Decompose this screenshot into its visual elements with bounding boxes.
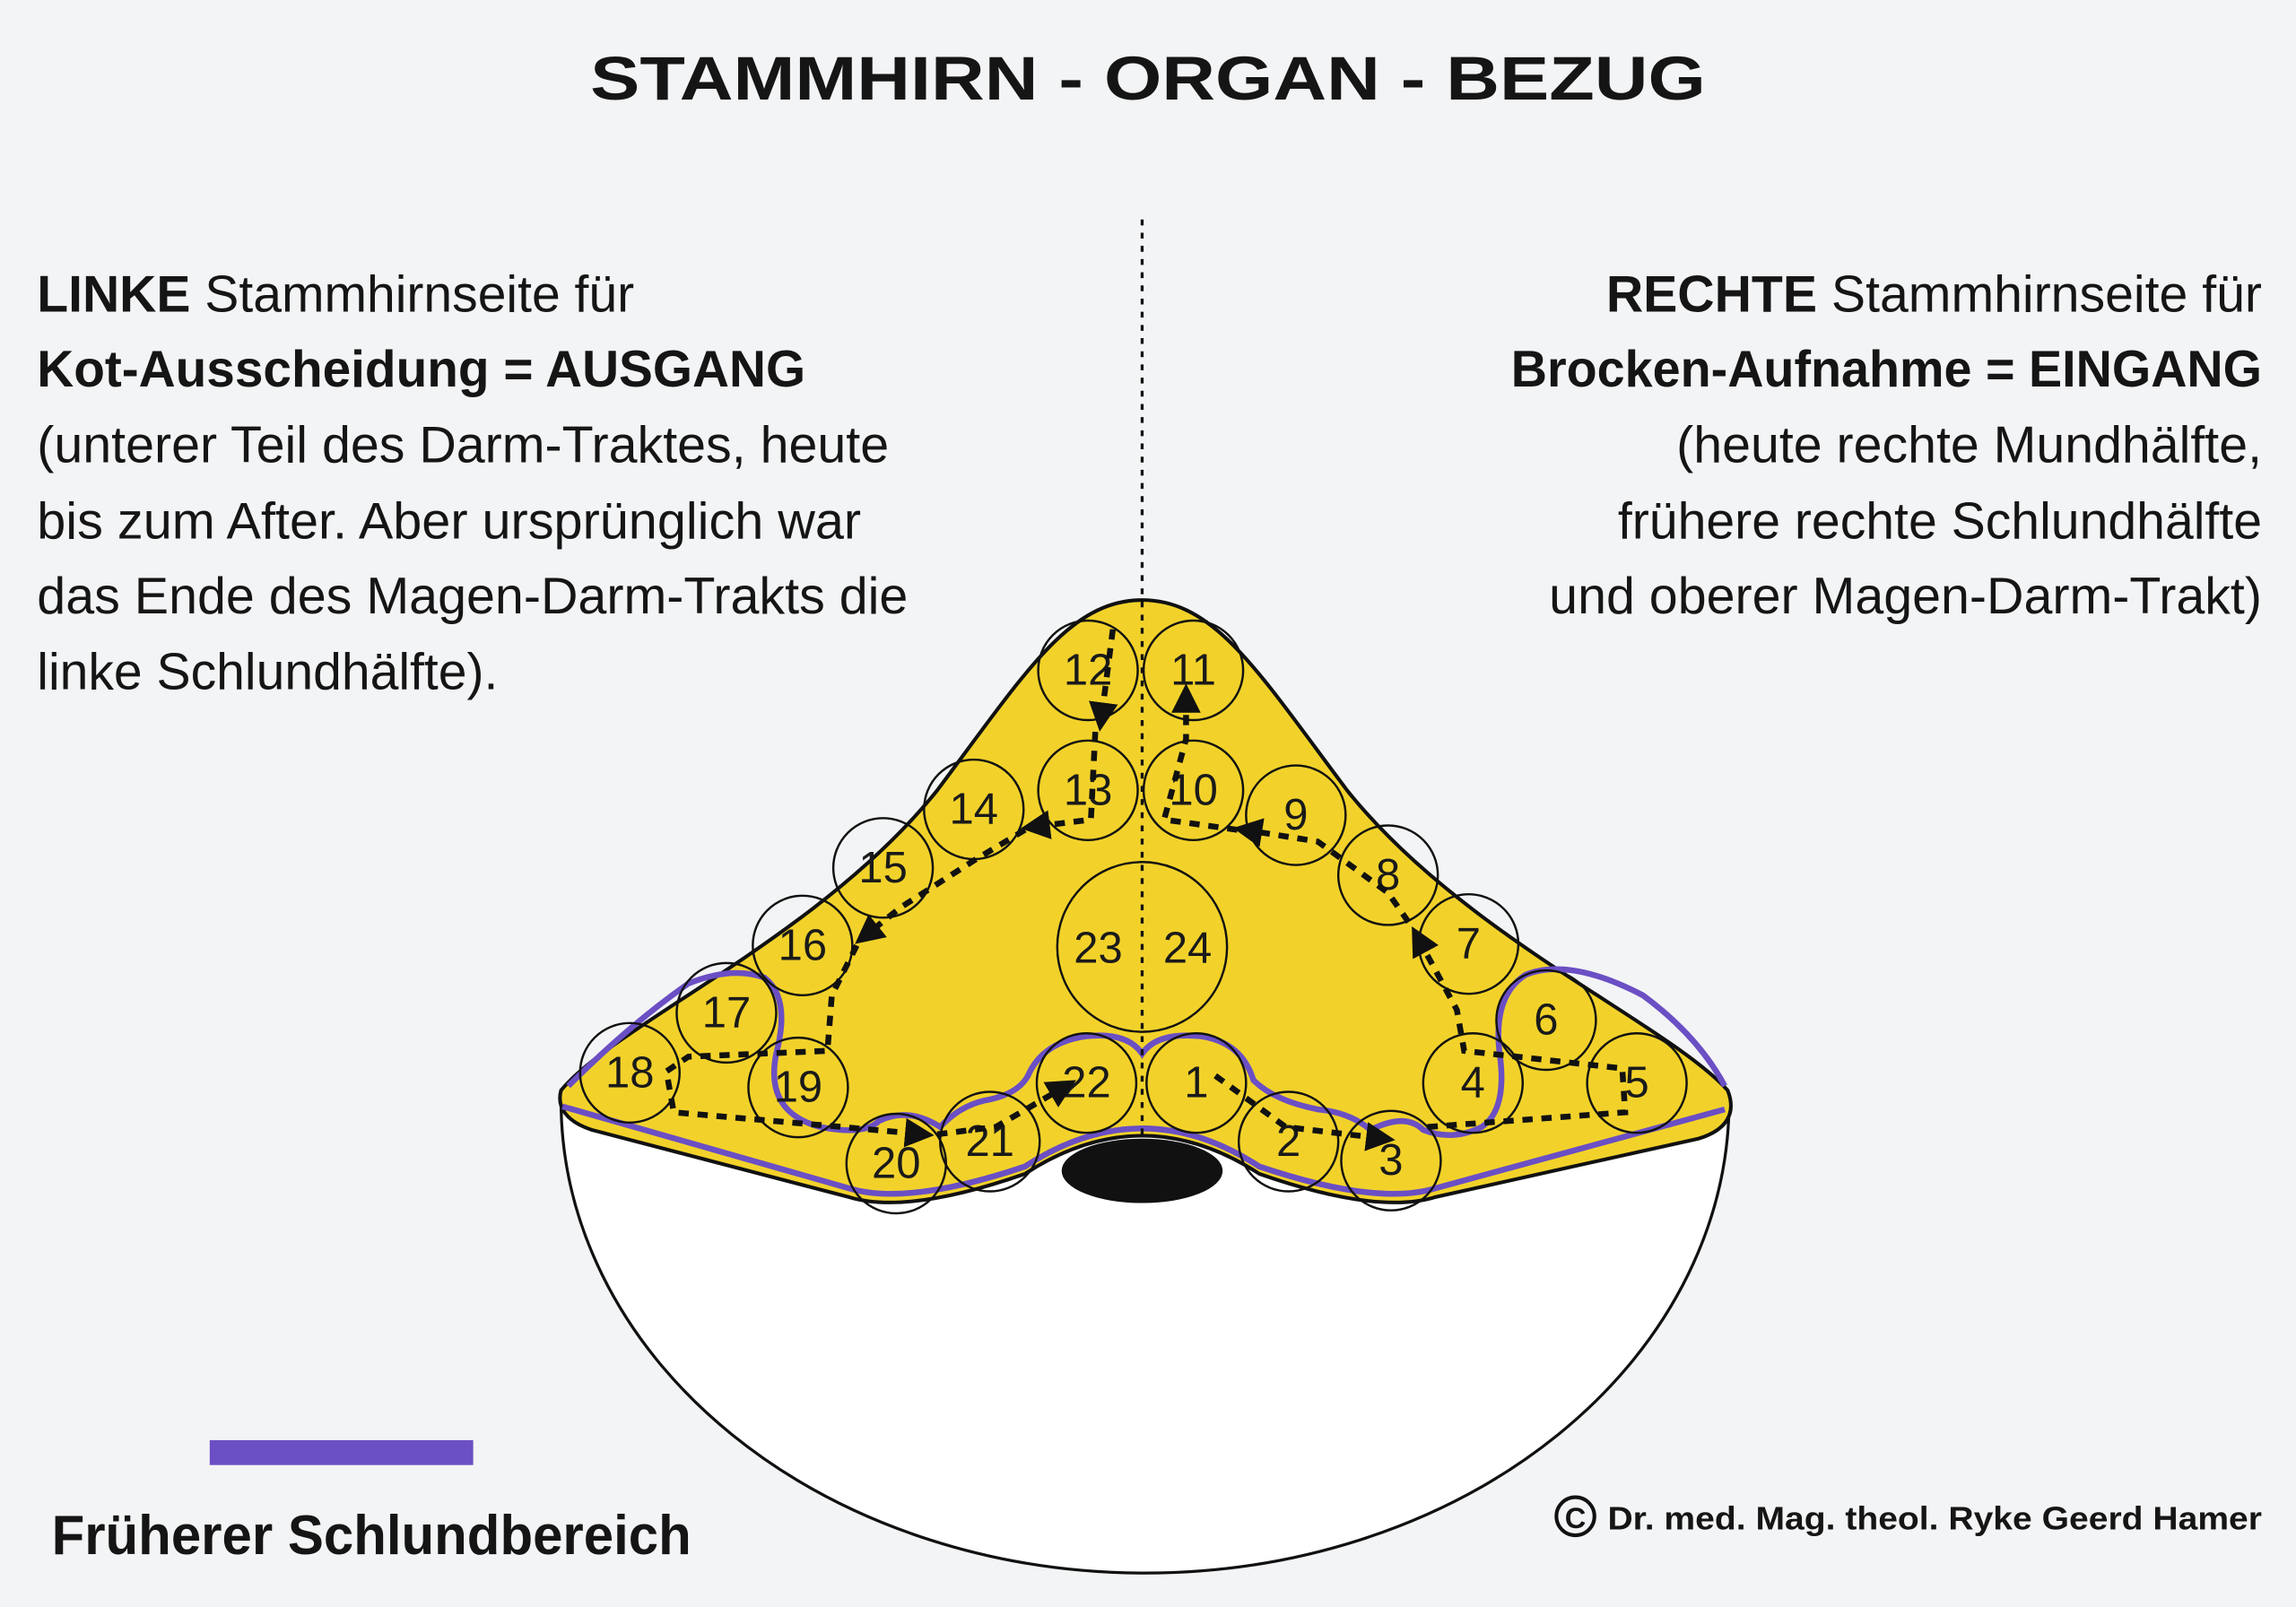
nucleus-15: 15 bbox=[831, 817, 935, 919]
nucleus-label: 4 bbox=[1461, 1059, 1485, 1108]
nucleus-circle bbox=[1586, 1032, 1688, 1134]
nucleus-9: 9 bbox=[1245, 764, 1347, 866]
nucleus-label: 9 bbox=[1283, 791, 1308, 839]
nucleus-13: 13 bbox=[1037, 739, 1139, 842]
right-flow-path bbox=[1213, 1073, 1396, 1151]
nucleus-label: 6 bbox=[1534, 996, 1558, 1045]
nucleus-4: 4 bbox=[1422, 1032, 1525, 1134]
right-heading-rest: Stammhirnseite für bbox=[1817, 266, 2262, 324]
nucleus-circle bbox=[1495, 969, 1597, 1072]
right-flow-path-2 bbox=[1412, 926, 1629, 1130]
right-text-block: RECHTE Stammhirnseite für Brocken-Aufnah… bbox=[1511, 266, 2262, 625]
nucleus-label: 22 bbox=[1062, 1059, 1110, 1108]
left-subheading: Kot-Ausscheidung = AUSGANG bbox=[37, 341, 805, 398]
page-title: STAMMHIRN - ORGAN - BEZUG bbox=[590, 44, 1706, 113]
legend-label: Früherer Schlundbereich bbox=[52, 1505, 691, 1567]
left-flow-path-4 bbox=[663, 943, 935, 1148]
nucleus-18: 18 bbox=[578, 1021, 681, 1125]
left-text-block: LINKE Stammhirnseite für Kot-Ausscheidun… bbox=[37, 266, 908, 701]
left-heading-rest: Stammhirnseite für bbox=[190, 266, 634, 324]
nucleus-circle bbox=[1340, 1109, 1442, 1212]
right-subheading: Brocken-Aufnahme = EINGANG bbox=[1511, 341, 2262, 398]
nucleus-circle bbox=[1245, 764, 1347, 866]
nucleus-circle bbox=[1142, 619, 1245, 722]
nucleus-circle bbox=[1035, 1032, 1138, 1134]
lower-arc bbox=[559, 1100, 1731, 1575]
center-nucleus-left-label: 23 bbox=[1074, 925, 1122, 973]
copyright-symbol: C bbox=[1565, 1501, 1587, 1534]
nucleus-circle bbox=[578, 1021, 681, 1125]
nucleus-label: 8 bbox=[1376, 851, 1400, 899]
nucleus-21: 21 bbox=[939, 1090, 1041, 1193]
nucleus-19: 19 bbox=[747, 1036, 849, 1139]
nucleus-circle bbox=[1237, 1090, 1340, 1193]
nucleus-17: 17 bbox=[675, 961, 778, 1064]
nucleus-label: 19 bbox=[774, 1064, 822, 1112]
right-flow-path-4 bbox=[1160, 683, 1239, 833]
nucleus-circle bbox=[1145, 1032, 1248, 1134]
nucleus-20: 20 bbox=[845, 1112, 948, 1215]
center-nucleus: 23 24 bbox=[1056, 861, 1229, 1033]
nucleus-8: 8 bbox=[1336, 824, 1439, 926]
nucleus-label: 16 bbox=[778, 921, 827, 969]
svg-text:RECHTE Stammhirnseite für: RECHTE Stammhirnseite für bbox=[1606, 266, 2262, 324]
left-line: bis zum After. Aber ursprünglich war bbox=[37, 493, 861, 551]
nucleus-circle bbox=[752, 894, 854, 997]
center-nucleus-right-label: 24 bbox=[1163, 925, 1212, 973]
brainstem-shape bbox=[558, 598, 1733, 1204]
flow-paths bbox=[663, 629, 1629, 1151]
nucleus-circle bbox=[747, 1036, 849, 1139]
left-flow-path-3 bbox=[855, 827, 1027, 944]
svg-text:LINKE Stammhirnseite für: LINKE Stammhirnseite für bbox=[37, 266, 634, 324]
nucleus-label: 1 bbox=[1184, 1059, 1208, 1108]
nucleus-label: 11 bbox=[1170, 646, 1216, 694]
left-line: (unterer Teil des Darm-Traktes, heute bbox=[37, 417, 889, 474]
nucleus-16: 16 bbox=[752, 894, 854, 997]
nucleus-label: 13 bbox=[1064, 766, 1112, 814]
left-line: linke Schlundhälfte). bbox=[37, 644, 498, 701]
nucleus-label: 20 bbox=[872, 1139, 920, 1187]
nucleus-circle bbox=[1422, 1032, 1525, 1134]
copyright-icon bbox=[1554, 1495, 1596, 1538]
nucleus-6: 6 bbox=[1495, 969, 1597, 1072]
nucleus-1: 1 bbox=[1145, 1032, 1248, 1134]
right-flow-path-3 bbox=[1232, 818, 1412, 925]
nucleus-label: 3 bbox=[1378, 1136, 1403, 1185]
nucleus-label: 14 bbox=[950, 786, 998, 834]
nucleus-label: 7 bbox=[1457, 920, 1481, 969]
right-line: und oberer Magen-Darm-Trakt) bbox=[1549, 568, 2262, 625]
right-line: (heute rechte Mundhälfte, bbox=[1676, 417, 2262, 474]
copyright: C Dr. med. Mag. theol. Ryke Geerd Hamer bbox=[1554, 1495, 2262, 1538]
nucleus-circle bbox=[1336, 824, 1439, 926]
nucleus-label: 18 bbox=[605, 1048, 654, 1097]
nucleus-circle bbox=[675, 961, 778, 1064]
nucleus-circle bbox=[1037, 739, 1139, 842]
left-flow-path-5 bbox=[936, 1080, 1076, 1138]
nucleus-circle bbox=[1142, 739, 1245, 842]
nucleus-label: 5 bbox=[1624, 1059, 1648, 1108]
right-line: frühere rechte Schlundhälfte bbox=[1618, 493, 2262, 551]
legend-swatch bbox=[209, 1439, 474, 1465]
nucleus-circle bbox=[1037, 619, 1139, 722]
copyright-text: Dr. med. Mag. theol. Ryke Geerd Hamer bbox=[1607, 1501, 2262, 1537]
nucleus-label: 15 bbox=[858, 844, 907, 892]
nucleus-5: 5 bbox=[1586, 1032, 1688, 1134]
nucleus-circle bbox=[939, 1090, 1041, 1193]
left-flow-path bbox=[1089, 629, 1118, 732]
nucleus-label: 21 bbox=[966, 1117, 1014, 1166]
right-heading-bold: RECHTE bbox=[1606, 266, 1817, 324]
left-heading-bold: LINKE bbox=[37, 266, 190, 324]
left-line: das Ende des Magen-Darm-Trakts die bbox=[37, 568, 908, 625]
nucleus-label: 17 bbox=[702, 988, 751, 1037]
